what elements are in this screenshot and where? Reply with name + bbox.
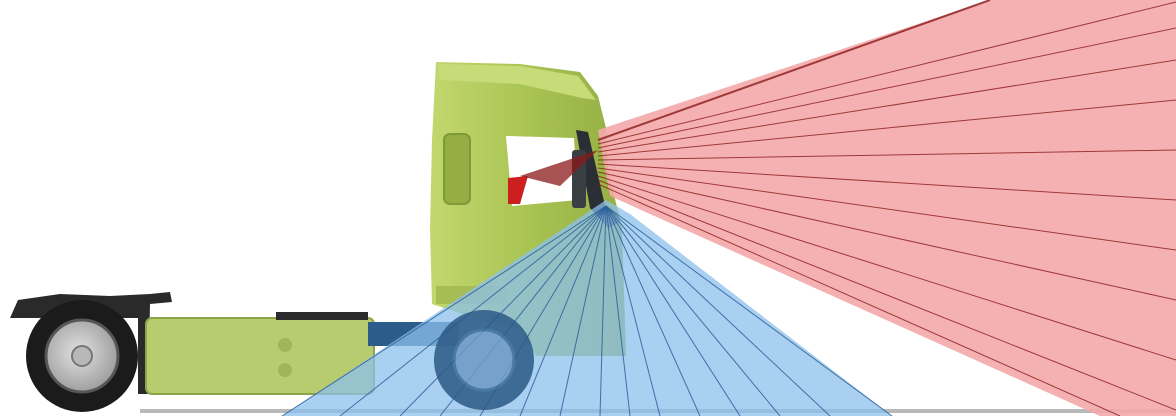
cab-side-panel	[444, 134, 470, 204]
front-wheel	[434, 310, 534, 410]
rear-wheel	[26, 300, 138, 412]
